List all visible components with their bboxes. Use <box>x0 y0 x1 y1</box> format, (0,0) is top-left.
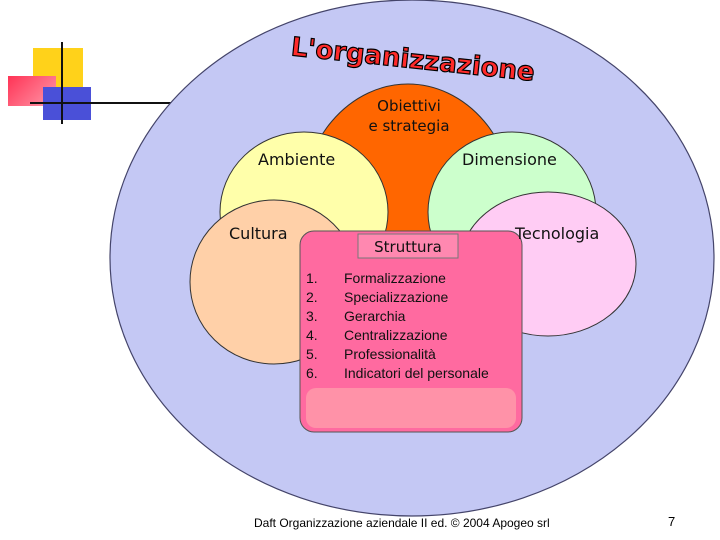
struttura-list: 1.Formalizzazione 2.Specializzazione 3.G… <box>306 269 489 383</box>
obiettivi-label: Obiettivi e strategia <box>368 97 450 135</box>
list-item: 6.Indicatori del personale <box>306 365 489 381</box>
list-item: 2.Specializzazione <box>306 289 449 305</box>
page-number: 7 <box>668 514 676 529</box>
struttura-box <box>299 230 523 433</box>
list-item: 1.Formalizzazione <box>306 270 446 286</box>
list-item: 5.Professionalità <box>306 346 436 362</box>
cultura-label: Cultura <box>229 224 288 243</box>
struttura-label: Struttura <box>374 238 442 256</box>
footer-credit: Daft Organizzazione aziendale II ed. © 2… <box>254 516 550 530</box>
corner-decoration <box>0 0 200 130</box>
struttura-inner-box <box>306 388 516 428</box>
dimensione-label: Dimensione <box>462 150 557 169</box>
ambiente-label: Ambiente <box>258 150 336 169</box>
tecnologia-label: Tecnologia <box>515 224 600 243</box>
deco-vertical-line <box>61 42 63 124</box>
list-item: 3.Gerarchia <box>306 308 406 324</box>
struttura-label-box <box>357 233 459 259</box>
list-item: 4.Centralizzazione <box>306 327 448 343</box>
deco-horizontal-line <box>30 102 200 104</box>
